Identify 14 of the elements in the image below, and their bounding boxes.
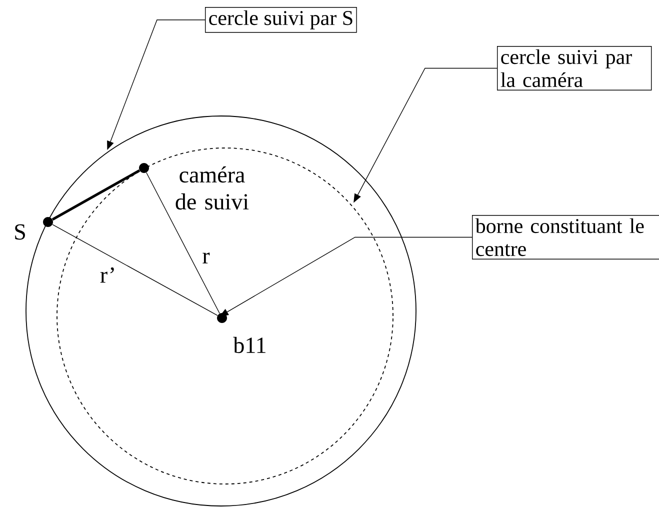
radius-line	[52, 224, 218, 316]
edge-label: r	[201, 252, 211, 264]
callout-box: borne constituant le centre	[472, 215, 659, 260]
circle	[26, 116, 416, 506]
radius-line	[146, 172, 220, 314]
point-label: S	[15, 224, 25, 240]
callout-box: cercle suivi par S	[205, 7, 357, 33]
callout-box: cercle suivi par la caméra	[497, 46, 652, 90]
dashed-circle	[56, 148, 394, 484]
edge-label: r’	[98, 266, 118, 284]
point-label: b11	[233, 336, 266, 354]
point-label: caméra de suivi	[176, 166, 249, 210]
thick-line	[52, 169, 140, 221]
dot	[139, 163, 149, 173]
